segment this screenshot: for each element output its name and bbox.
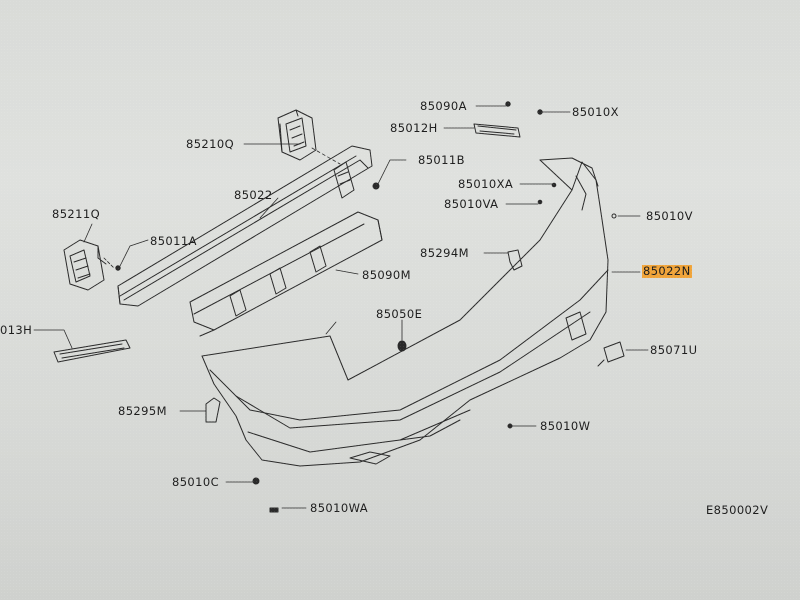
part-label-85211q[interactable]: 85211Q xyxy=(52,207,101,221)
part-label-85010xa[interactable]: 85010XA xyxy=(458,177,514,191)
part-label-85013h[interactable]: 013H xyxy=(0,323,33,337)
bumper-bracket-85210q xyxy=(277,109,317,161)
part-label-85010x[interactable]: 85010X xyxy=(572,105,619,119)
bumper-trim-strip-85012h xyxy=(473,123,521,138)
part-label-85071u[interactable]: 85071U xyxy=(650,343,698,357)
part-label-85022[interactable]: 85022 xyxy=(234,188,273,202)
part-label-85010v[interactable]: 85010V xyxy=(646,209,693,223)
part-label-85295m[interactable]: 85295M xyxy=(118,404,167,418)
tow-hook-cover-85071u xyxy=(597,341,625,367)
part-label-85090a[interactable]: 85090A xyxy=(420,99,467,113)
rear-reflector-85013h xyxy=(53,339,131,363)
clip-85050e xyxy=(397,340,407,352)
side-bracket-85294m xyxy=(507,249,523,271)
part-label-85011b[interactable]: 85011B xyxy=(418,153,465,167)
part-label-85294m[interactable]: 85294M xyxy=(420,246,469,260)
part-label-85010wa[interactable]: 85010WA xyxy=(310,501,368,515)
part-label-85022n-highlighted[interactable]: 85022N xyxy=(642,264,692,278)
part-label-85012h[interactable]: 85012H xyxy=(390,121,438,135)
part-label-85010w[interactable]: 85010W xyxy=(540,419,591,433)
bumper-bracket-85211q xyxy=(63,239,107,291)
rear-bumper-fascia-85022n xyxy=(201,157,609,467)
energy-absorber-85090m xyxy=(189,211,383,337)
part-label-85050e[interactable]: 85050E xyxy=(376,307,423,321)
side-bracket-85295m xyxy=(205,397,221,423)
part-label-85010va[interactable]: 85010VA xyxy=(444,197,499,211)
part-label-85090m[interactable]: 85090M xyxy=(362,268,411,282)
part-label-85011a[interactable]: 85011A xyxy=(150,234,197,248)
bumper-reinforcement-85022 xyxy=(117,145,373,307)
part-label-85010c[interactable]: 85010C xyxy=(172,475,220,489)
diagram-code: E850002V xyxy=(706,503,769,517)
part-label-85210q[interactable]: 85210Q xyxy=(186,137,235,151)
